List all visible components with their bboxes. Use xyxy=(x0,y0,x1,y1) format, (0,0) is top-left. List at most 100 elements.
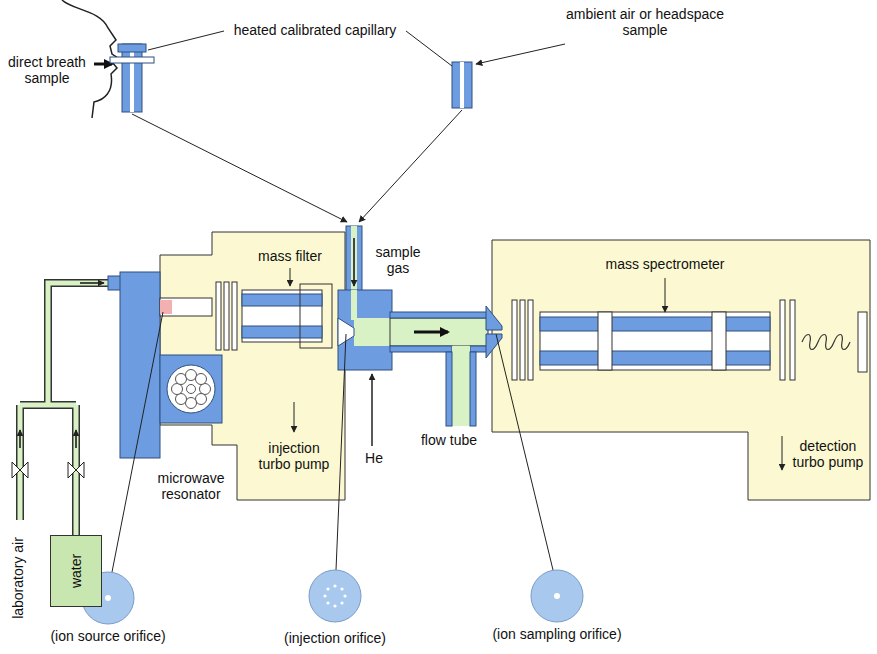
helium-line xyxy=(371,374,373,446)
inlet-label: direct breath sample xyxy=(2,54,92,86)
filter-chamber xyxy=(160,232,345,500)
gas-pipe xyxy=(20,283,108,535)
orifice-hole xyxy=(333,584,336,587)
flow-arrow xyxy=(19,430,21,448)
sampling-cone xyxy=(486,306,502,330)
pump-arrow xyxy=(782,436,783,470)
gas-pipe xyxy=(20,283,108,535)
detector-plate xyxy=(858,312,867,372)
injection-block xyxy=(338,290,392,370)
capillary-bore xyxy=(460,62,464,108)
lens-plate xyxy=(790,300,795,380)
flow-arrow xyxy=(80,282,104,284)
pointer-arrow xyxy=(665,278,666,312)
heated-tube xyxy=(122,44,142,112)
resonator-hole xyxy=(196,394,207,405)
tube-cap xyxy=(118,44,146,52)
orifice-hole xyxy=(105,595,111,601)
inlet-label: sample gas xyxy=(370,244,426,276)
part-label: microwave resonator xyxy=(152,470,230,502)
quadrupole-rod xyxy=(242,294,322,306)
rod-end-block xyxy=(300,284,332,348)
breath-capillary xyxy=(110,57,154,63)
resonator-hole xyxy=(176,394,187,405)
vacuum-chamber: mass spectrometer detection turbo pump xyxy=(492,240,870,500)
resonator-hole xyxy=(200,384,211,395)
sample-arrow xyxy=(132,114,347,222)
valve-symbol xyxy=(68,462,84,478)
flow-arrow xyxy=(75,430,77,448)
pump-arrow xyxy=(294,402,295,432)
vacuum-chamber: mass filter injection turbo pump xyxy=(212,232,345,500)
tube-wall xyxy=(390,312,488,318)
resonator-holes xyxy=(172,370,211,409)
sample-channel xyxy=(351,226,357,292)
quadrupole-frame xyxy=(540,312,770,370)
leader-line xyxy=(112,312,163,572)
resonator-unit: microwave resonator xyxy=(150,355,234,507)
pointer-arrow xyxy=(290,268,291,286)
leader-line xyxy=(148,31,224,50)
breath-arrow xyxy=(94,63,112,66)
orifice-hole xyxy=(340,587,343,590)
tube-wall xyxy=(470,352,476,426)
leader-line xyxy=(406,31,452,66)
valve-symbol xyxy=(12,462,28,478)
lens-plate xyxy=(528,300,533,380)
orifice-hole xyxy=(323,594,326,597)
sample-arrow xyxy=(476,44,565,64)
gas-label: laboratory air xyxy=(10,537,26,619)
quadrupole-frame xyxy=(242,290,322,342)
lens-plate xyxy=(232,282,237,350)
orifice-hole xyxy=(326,601,329,604)
lens-plate xyxy=(512,300,517,380)
tube-wall xyxy=(470,346,488,352)
rod-spacer xyxy=(712,312,726,370)
quadrupole-rod xyxy=(540,351,770,365)
flow-tube xyxy=(390,318,488,346)
leader-line xyxy=(336,334,346,570)
quadrupole-rod xyxy=(242,326,322,338)
orifice-caption: (ion sampling orifice) xyxy=(467,626,647,642)
resonator-cavity xyxy=(167,365,215,413)
flow-arrow xyxy=(414,331,448,334)
pump-port xyxy=(452,346,470,426)
lens-plate xyxy=(224,282,229,350)
tube-wall xyxy=(446,352,452,426)
detector-coil xyxy=(802,335,850,350)
gas-label: He xyxy=(362,450,386,466)
resonator-hole xyxy=(172,384,183,395)
resonator-hole xyxy=(186,370,197,381)
sample-inlet xyxy=(346,226,362,292)
sample-arrow xyxy=(353,238,355,286)
lens-plate xyxy=(216,282,221,350)
inlet-label: ambient air or headspace sample xyxy=(560,6,730,38)
orifice-caption: (injection orifice) xyxy=(255,630,415,646)
orifice-hole xyxy=(340,601,343,604)
capillary-bore xyxy=(130,44,134,112)
heated-tube xyxy=(452,62,472,108)
plasma-glow xyxy=(160,300,172,314)
sample-arrow xyxy=(359,110,462,222)
resonator-hole xyxy=(186,398,197,409)
orifice-hole xyxy=(554,593,560,599)
resonator-body xyxy=(160,355,222,423)
resonator-hole xyxy=(187,385,196,394)
spectrometer-chamber xyxy=(492,240,870,500)
quadrupole-rod xyxy=(540,317,770,331)
orifice-disc xyxy=(309,570,361,622)
orifice-holes xyxy=(323,584,346,607)
part-label: mass filter xyxy=(250,248,330,264)
part-label: heated calibrated capillary xyxy=(220,22,410,38)
leader-line xyxy=(496,334,553,570)
orifice-caption: (ion source orifice) xyxy=(23,628,193,644)
sample-channel xyxy=(351,290,357,320)
part-label: mass spectrometer xyxy=(605,256,725,272)
resonator-hole xyxy=(196,374,207,385)
pump-label: detection turbo pump xyxy=(792,438,864,470)
flow-channel xyxy=(354,318,392,346)
pump-label: injection turbo pump xyxy=(258,440,330,472)
source-passage xyxy=(160,298,212,316)
